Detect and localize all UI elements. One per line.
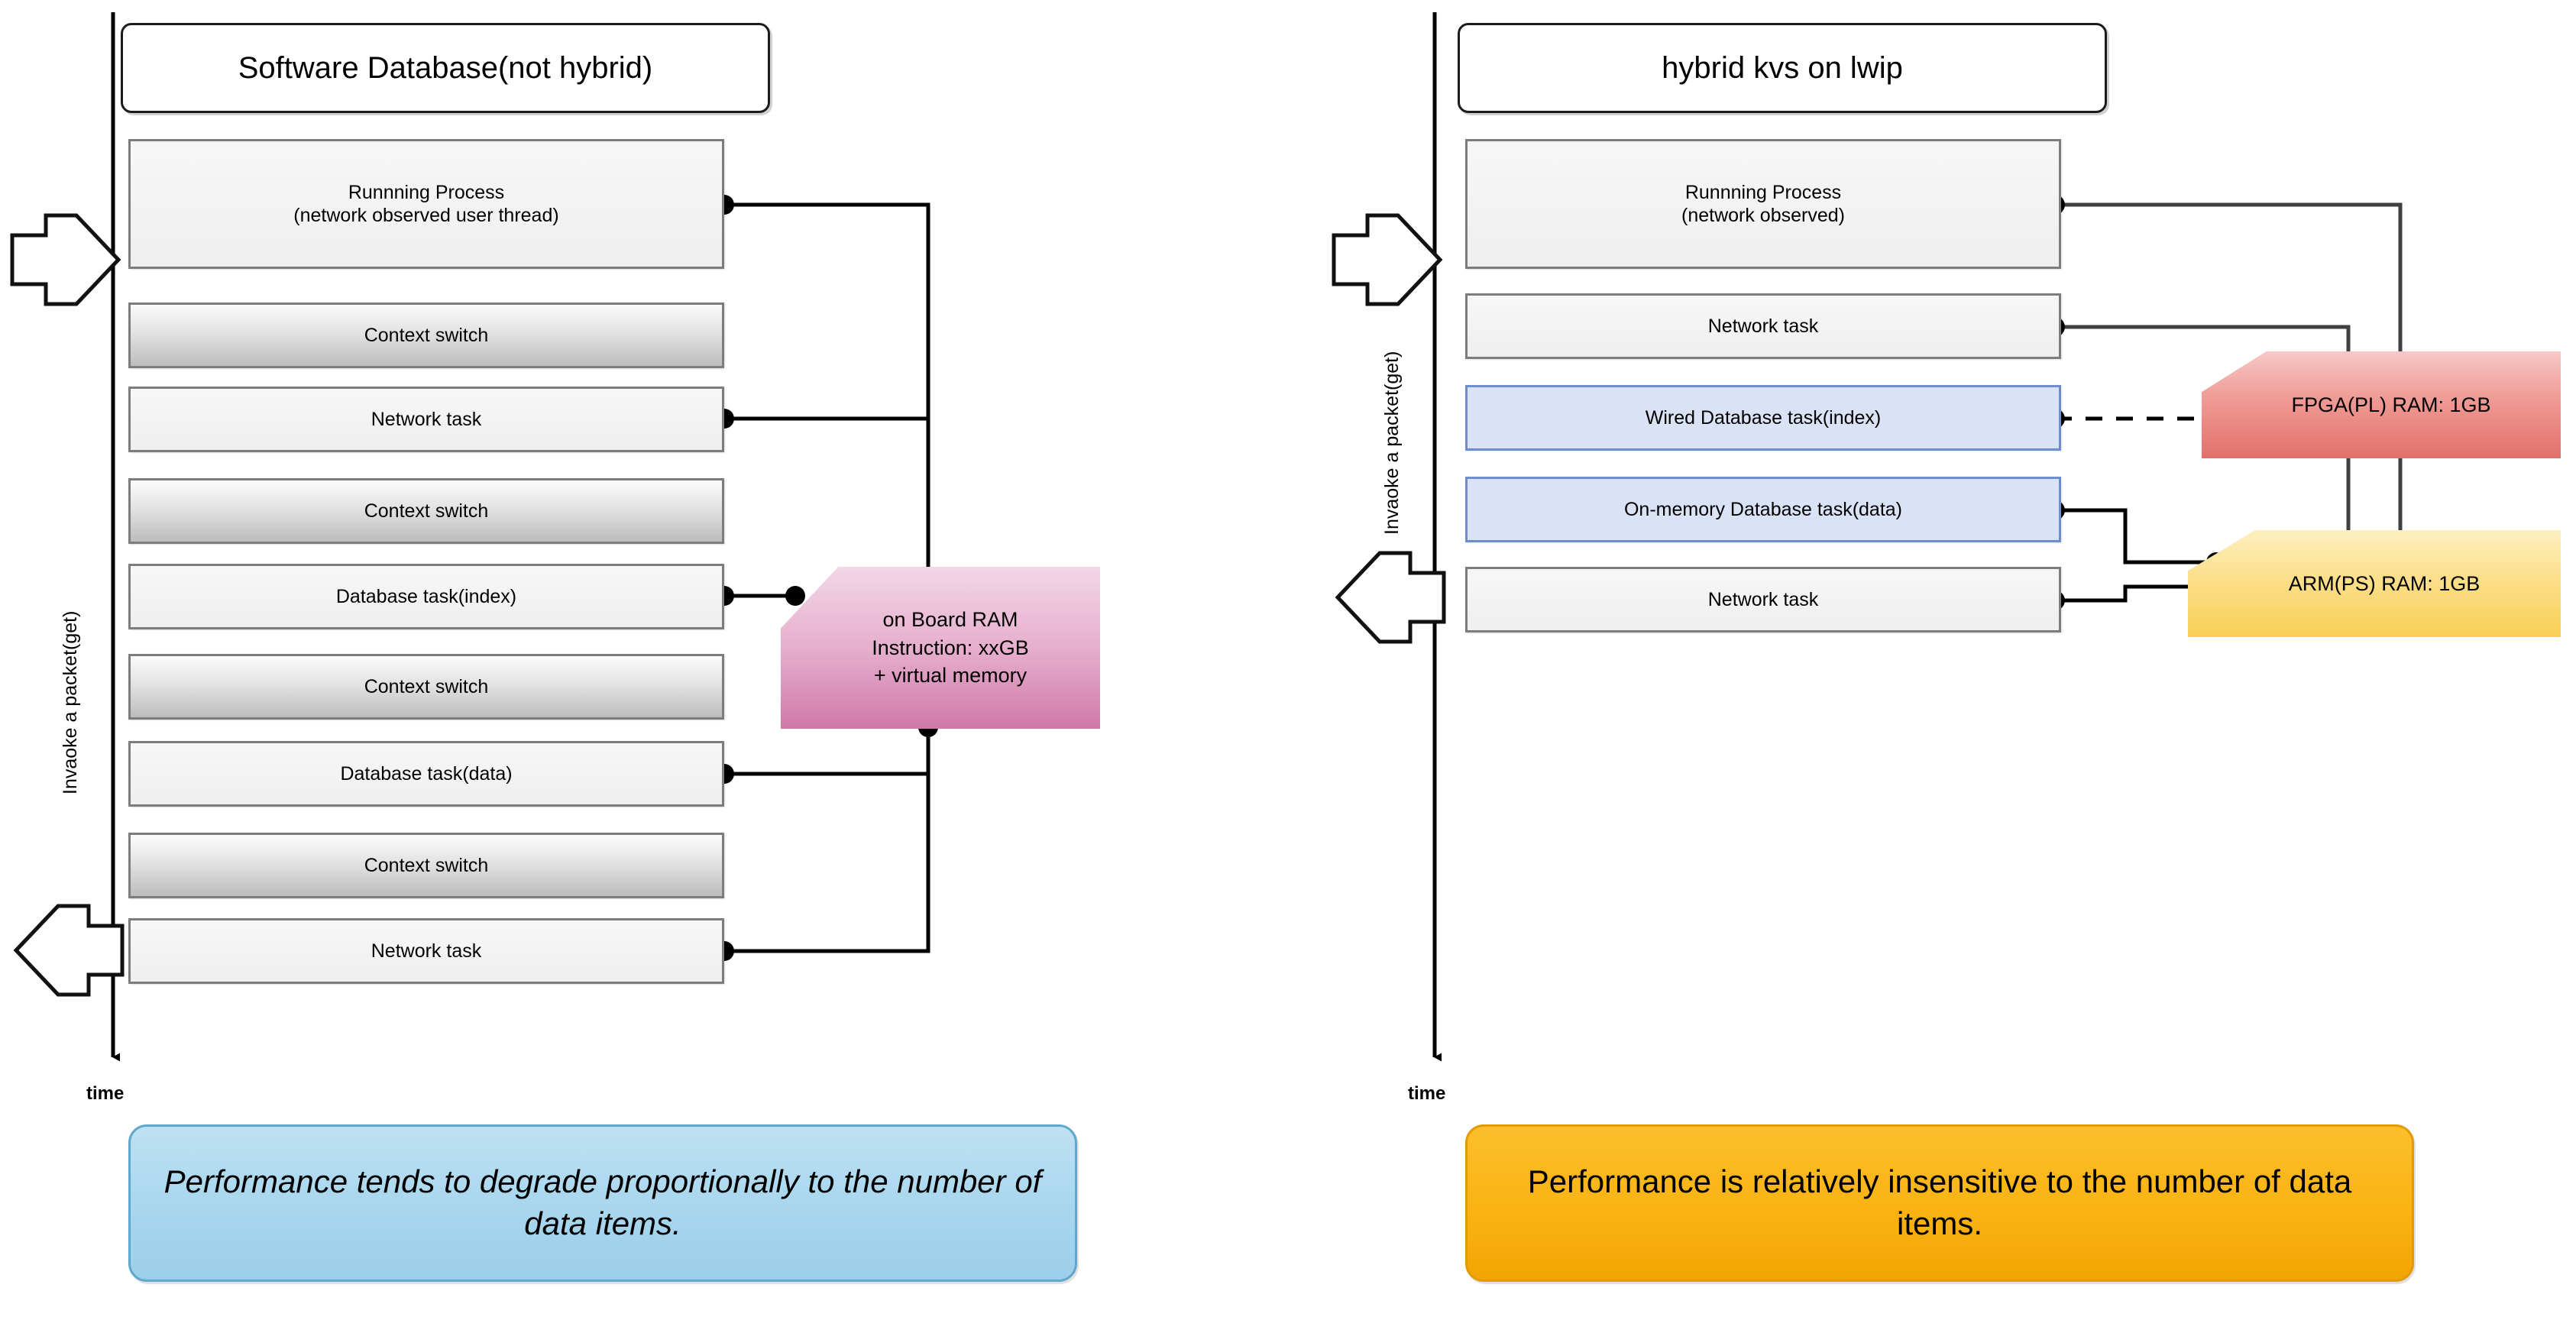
memory-arm-ps-ram-label: ARM(PS) RAM: 1GB [2288, 571, 2481, 595]
memory-on-board-ram: on Board RAM Instruction: xxGB + virtual… [781, 567, 1100, 729]
connector-right-nettask2-to-arm [2055, 584, 2199, 603]
task-row-left-1: Context switch [128, 302, 724, 368]
task-row-left-3: Context switch [128, 478, 724, 544]
task-row-left-5: Context switch [128, 654, 724, 720]
time-label-right: time [1408, 1083, 1446, 1104]
callout-right: Performance is relatively insensitive to… [1465, 1124, 2414, 1282]
memory-arm-ps-ram: ARM(PS) RAM: 1GB [2188, 530, 2561, 637]
task-row-right-2: Wired Database task(index) [1465, 385, 2061, 451]
time-label-left: time [86, 1083, 125, 1104]
junction-dot [785, 586, 805, 606]
block-arrow-right-icon-left [10, 213, 121, 306]
panel-title-left: Software Database(not hybrid) [121, 23, 770, 113]
task-row-right-1: Network task [1465, 293, 2061, 359]
callout-left: Performance tends to degrade proportiona… [128, 1124, 1077, 1282]
block-arrow-left-icon-right [1335, 551, 1446, 644]
memory-fpga-pl-ram: FPGA(PL) RAM: 1GB [2202, 351, 2561, 458]
task-row-right-0: Runnning Process (network observed) [1465, 139, 2061, 269]
axis-label-right: Invaoke a packet(get) [1381, 351, 1403, 535]
task-row-left-2: Network task [128, 387, 724, 452]
task-row-left-4: Database task(index) [128, 564, 724, 629]
block-arrow-right-icon-right [1332, 213, 1443, 306]
connector-right-data-to-arm [2055, 508, 2216, 565]
memory-on-board-ram-label: on Board RAM Instruction: xxGB + virtual… [872, 608, 1029, 688]
connector-left-ram-to-bottom [724, 727, 930, 953]
connector-left-top-to-ram [724, 202, 930, 579]
axis-label-left: Invaoke a packet(get) [60, 610, 81, 794]
task-row-left-8: Network task [128, 918, 724, 984]
task-row-left-6: Database task(data) [128, 741, 724, 807]
task-row-left-0: Runnning Process (network observed user … [128, 139, 724, 269]
memory-fpga-pl-ram-label: FPGA(PL) RAM: 1GB [2291, 393, 2491, 416]
task-row-right-4: Network task [1465, 567, 2061, 632]
task-row-right-3: On-memory Database task(data) [1465, 477, 2061, 542]
task-row-left-7: Context switch [128, 833, 724, 898]
block-arrow-left-icon-left [13, 904, 125, 997]
panel-title-right: hybrid kvs on lwip [1458, 23, 2107, 113]
